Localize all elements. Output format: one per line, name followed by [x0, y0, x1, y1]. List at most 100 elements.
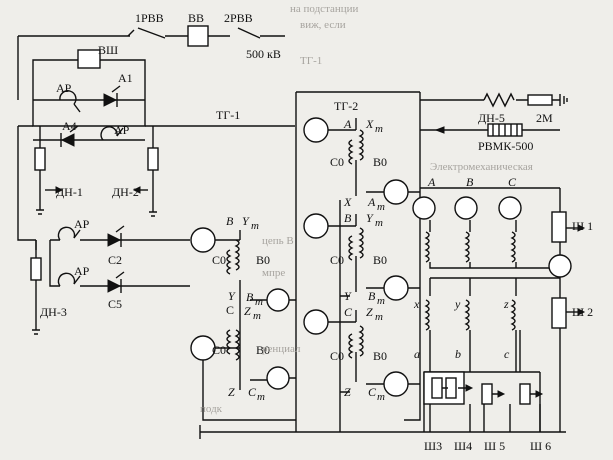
bg-text-1: на подстанции	[290, 3, 359, 15]
phase-a: A	[428, 175, 436, 189]
label-dn2: ДН-2	[112, 185, 139, 199]
top-bus	[17, 27, 285, 100]
bg-text-6: мпре	[262, 267, 286, 279]
rt-am-sub: m	[377, 201, 385, 213]
label-ar1: АР	[56, 81, 72, 95]
label-ar3: АР	[74, 217, 90, 231]
a1-thyristor	[33, 85, 145, 107]
label-sh4: Ш4	[454, 439, 473, 453]
rt-bo-b: В0	[373, 253, 388, 267]
mid-cm: C	[248, 385, 257, 399]
vsh-block	[18, 49, 295, 127]
rt-zm-sub: m	[375, 311, 383, 323]
label-c5: С5	[108, 297, 123, 311]
rt-cm-sub: m	[377, 391, 385, 403]
ar2-relay	[100, 126, 124, 141]
ar3-relay	[57, 226, 81, 241]
bg-text-3: ТГ-1	[300, 55, 323, 67]
label-a1: А1	[118, 71, 133, 85]
c5-thyristor	[80, 271, 190, 293]
phase-x: x	[414, 297, 420, 311]
label-c2: С2	[108, 253, 123, 267]
phase-c: C	[508, 175, 517, 189]
mid-term-c: C	[226, 303, 235, 317]
label-dn3: ДН-3	[40, 305, 67, 319]
rt-cm: C	[368, 385, 377, 399]
mid-y: Y	[228, 289, 235, 303]
bg-text-4: Электромеханическая	[430, 161, 533, 173]
label-sh2: Ш 2	[572, 305, 594, 319]
rt-bm-sub: m	[377, 295, 385, 307]
phase-b-low: b	[455, 347, 461, 361]
label-vsh: ВШ	[98, 43, 119, 57]
rt-ym: Y	[366, 211, 373, 225]
vt-xyz	[424, 254, 586, 432]
rt-co-a: С0	[330, 155, 345, 169]
label-500kv: 500 кВ	[246, 47, 281, 61]
rt-am: A	[368, 195, 376, 209]
mid-co-bottom: С0	[212, 343, 227, 357]
rt-zm: Z	[366, 305, 373, 319]
phase-y: y	[455, 297, 461, 311]
label-rvmk: РВМК-500	[478, 139, 534, 153]
rt-bm: B	[368, 289, 376, 303]
a4-thyristor	[33, 125, 145, 147]
mid-bo-bottom: В0	[256, 343, 271, 357]
label-dn1: ДН-1	[56, 185, 83, 199]
vt-abc	[412, 187, 586, 269]
bg-text-5: цепь В	[262, 235, 294, 247]
bg-text-2: виж, если	[300, 19, 346, 31]
label-2m: 2М	[536, 111, 553, 125]
rt-x: X	[344, 195, 352, 209]
bg-text-8: подк	[200, 403, 223, 415]
rvmk-arrester	[420, 123, 560, 137]
mid-transformer	[190, 227, 296, 421]
vv-switch-box	[187, 25, 209, 47]
rt-a: A	[344, 117, 352, 131]
rt-c: C	[344, 305, 353, 319]
label-sh1: Ш 1	[572, 219, 594, 233]
label-1rvv: 1РВВ	[135, 11, 164, 25]
rt-co-c: С0	[330, 349, 345, 363]
meters	[423, 371, 544, 432]
mid-zm: Z	[244, 304, 251, 318]
bg-text-7: ренциал	[262, 343, 301, 355]
c2-thyristor	[80, 225, 190, 247]
mid-bo-top: В0	[256, 253, 271, 267]
label-ar2: АР	[114, 123, 130, 137]
ground-bus	[199, 425, 566, 439]
ar4-relay	[57, 272, 81, 287]
label-sh3: Ш3	[424, 439, 443, 453]
phase-b: B	[466, 175, 474, 189]
rt-y: Y	[344, 289, 351, 303]
label-dn5: ДН-5	[478, 111, 505, 125]
phase-c-low: c	[504, 347, 510, 361]
label-tg1: ТГ-1	[216, 108, 241, 122]
rt-z: Z	[344, 385, 351, 399]
mid-ym-sub: m	[251, 220, 259, 232]
dn5-branch	[420, 92, 568, 108]
rt-bo-c: В0	[373, 349, 388, 363]
rt-b: B	[344, 211, 352, 225]
left-lower-branch	[17, 126, 60, 335]
mid-cm-sub: m	[257, 391, 265, 403]
right-transformer	[295, 91, 421, 432]
dn2-divider	[132, 126, 159, 217]
phase-z: z	[504, 297, 509, 311]
mid-term-b: B	[226, 214, 234, 228]
mid-bm: B	[246, 290, 254, 304]
rt-xm-sub: m	[375, 123, 383, 135]
label-vv: ВВ	[188, 11, 205, 25]
rt-co-b: С0	[330, 253, 345, 267]
phase-a-low: a	[414, 347, 420, 361]
rt-bo-a: В0	[373, 155, 388, 169]
label-a4: А4	[62, 119, 77, 133]
mid-ym: Y	[242, 214, 249, 228]
label-sh6: Ш 6	[530, 439, 552, 453]
rt-ym-sub: m	[375, 217, 383, 229]
label-ar4: АР	[74, 264, 90, 278]
mid-z: Z	[228, 385, 235, 399]
label-tg2: ТГ-2	[334, 99, 359, 113]
mid-bm-sub: m	[255, 296, 263, 308]
